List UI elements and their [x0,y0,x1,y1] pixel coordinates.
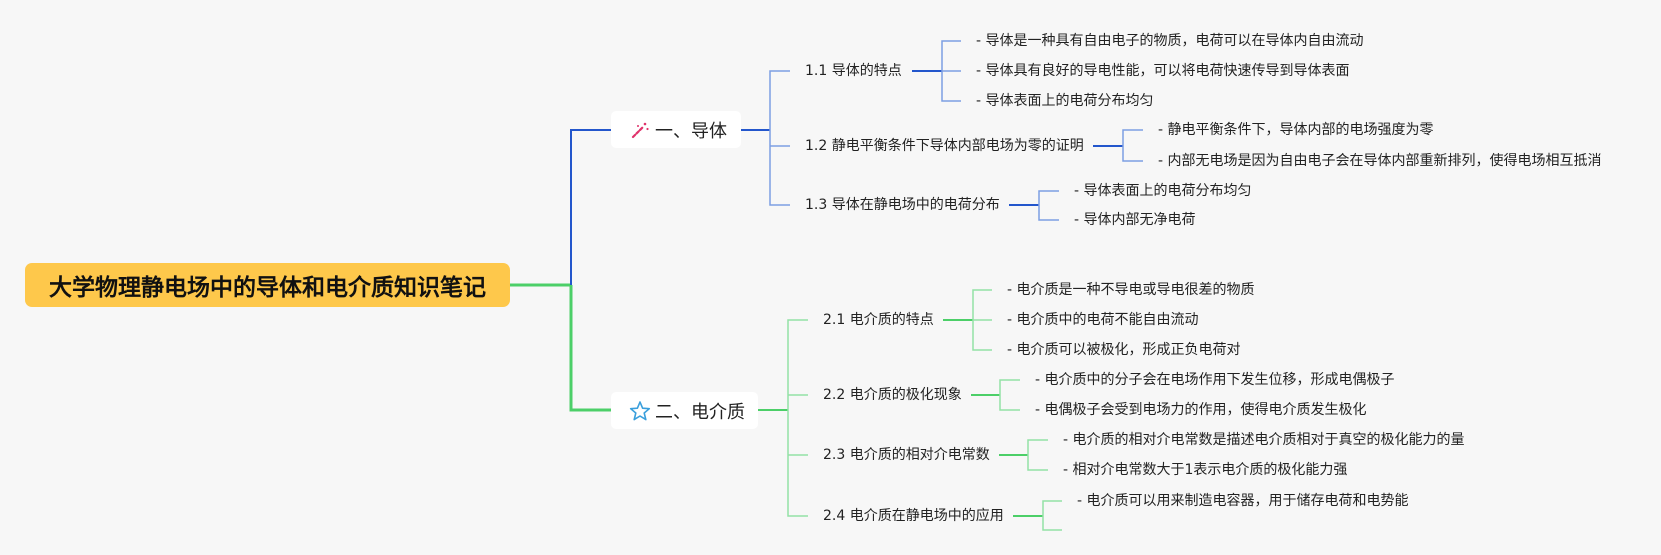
connector-trunk-conductor [570,129,611,285]
topic-dielectric[interactable]: 二、电介质 [611,392,758,429]
leaf-1-1-1[interactable]: - 导体是一种具有自由电子的物质，电荷可以在导体内自由流动 [976,33,1364,49]
subtopic-1-3[interactable]: 1.3 导体在静电场中的电荷分布 [805,197,1000,213]
leaf-1-1-2[interactable]: - 导体具有良好的导电性能，可以将电荷快速传导到导体表面 [976,63,1350,79]
subtopic-2-4[interactable]: 2.4 电介质在静电场中的应用 [823,508,1004,524]
subtopic-1-1[interactable]: 1.1 导体的特点 [805,63,902,79]
leaf-1-3-1[interactable]: - 导体表面上的电荷分布均匀 [1074,183,1252,199]
leaf-2-2-1[interactable]: - 电介质中的分子会在电场作用下发生位移，形成电偶极子 [1035,372,1395,388]
leaf-2-2-2[interactable]: - 电偶极子会受到电场力的作用，使得电介质发生极化 [1035,402,1367,418]
connector-1-3-bracket [1038,190,1059,221]
leaf-1-3-2[interactable]: - 导体内部无净电荷 [1074,212,1196,228]
connector-conductor-bracket [769,70,790,206]
topic-conductor-label: 一、导体 [655,120,727,142]
connector-2-3-bracket [1027,439,1048,471]
leaf-2-1-1[interactable]: - 电介质是一种不导电或导电很差的物质 [1007,282,1255,298]
connector-1-1-bracket [941,40,961,102]
root-title: 大学物理静电场中的导体和电介质知识笔记 [49,275,486,301]
topic-dielectric-label: 二、电介质 [655,401,745,423]
leaf-2-3-2[interactable]: - 相对介电常数大于1表示电介质的极化能力强 [1063,462,1348,478]
connector-2-2-bracket [999,379,1020,411]
magic-wand-icon [629,119,651,141]
star-icon [629,400,651,422]
connector-2-4-bracket [1042,500,1062,531]
leaf-1-2-2[interactable]: - 内部无电场是因为自由电子会在导体内部重新排列，使得电场相互抵消 [1158,153,1602,169]
leaf-1-1-3[interactable]: - 导体表面上的电荷分布均匀 [976,93,1154,109]
connector-1-2-bracket [1122,129,1143,162]
subtopic-2-1[interactable]: 2.1 电介质的特点 [823,312,934,328]
subtopic-1-2[interactable]: 1.2 静电平衡条件下导体内部电场为零的证明 [805,138,1084,154]
leaf-2-1-2[interactable]: - 电介质中的电荷不能自由流动 [1007,312,1199,328]
connector-2-1-bracket [972,289,992,351]
subtopic-2-2[interactable]: 2.2 电介质的极化现象 [823,387,962,403]
leaf-1-2-1[interactable]: - 静电平衡条件下，导体内部的电场强度为零 [1158,122,1434,138]
connector-trunk-dielectric [569,285,611,412]
connector-dielectric-bracket [787,319,808,517]
leaf-2-4-1[interactable]: - 电介质可以用来制造电容器，用于储存电荷和电势能 [1077,493,1409,509]
subtopic-2-3[interactable]: 2.3 电介质的相对介电常数 [823,447,990,463]
leaf-2-3-1[interactable]: - 电介质的相对介电常数是描述电介质相对于真空的极化能力的量 [1063,432,1465,448]
topic-conductor[interactable]: 一、导体 [611,111,741,148]
leaf-2-1-3[interactable]: - 电介质可以被极化，形成正负电荷对 [1007,342,1241,358]
root-topic[interactable]: 大学物理静电场中的导体和电介质知识笔记 [25,263,510,307]
